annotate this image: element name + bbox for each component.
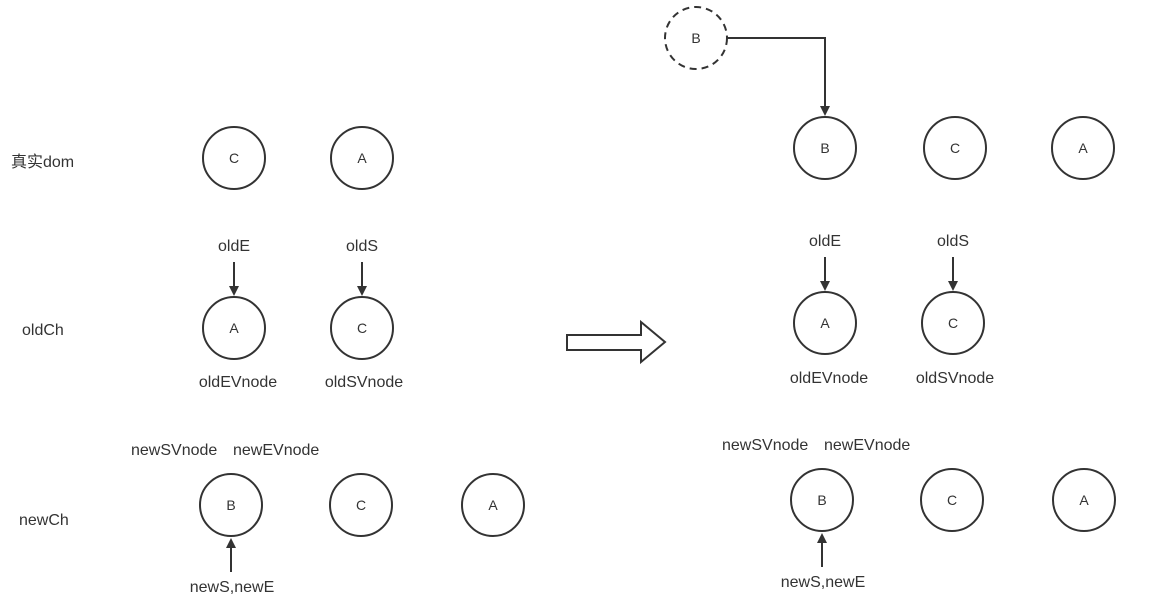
- right-move-arrow: [727, 37, 830, 116]
- left-old-s-vnode-label: oldSVnode: [325, 374, 403, 391]
- right-new-ch-node: C: [920, 468, 984, 532]
- right-new-e-vnode-label: newEVnode: [824, 437, 910, 454]
- svg-text:A: A: [488, 497, 498, 513]
- right-moved-node: B: [664, 6, 728, 70]
- svg-text:A: A: [229, 320, 239, 336]
- right-old-s-label: oldS: [937, 233, 969, 250]
- right-real-dom-node: B: [793, 116, 857, 180]
- svg-text:A: A: [357, 150, 367, 166]
- left-new-ch-node: B: [199, 473, 263, 537]
- left-new-ch-node: A: [461, 473, 525, 537]
- left-new-ch-node: C: [329, 473, 393, 537]
- svg-text:C: C: [947, 492, 957, 508]
- svg-text:B: B: [817, 492, 826, 508]
- right-real-dom-node: C: [923, 116, 987, 180]
- right-new-pointer-label: newS,newE: [781, 574, 866, 591]
- left-state: C A oldE oldS A C oldEVnode oldSVnode ne…: [131, 126, 525, 596]
- svg-text:A: A: [820, 315, 830, 331]
- svg-text:A: A: [1078, 140, 1088, 156]
- svg-text:B: B: [691, 30, 700, 46]
- right-new-s-vnode-label: newSVnode: [722, 437, 808, 454]
- svg-text:C: C: [229, 150, 239, 166]
- left-new-e-vnode-label: newEVnode: [233, 442, 319, 459]
- right-new-ch-node: B: [790, 468, 854, 532]
- left-real-dom-node: A: [330, 126, 394, 190]
- row-label-real-dom: 真实dom: [11, 153, 74, 171]
- left-old-s-label: oldS: [346, 238, 378, 255]
- svg-text:A: A: [1079, 492, 1089, 508]
- left-new-s-vnode-label: newSVnode: [131, 442, 217, 459]
- right-old-s-vnode-label: oldSVnode: [916, 370, 994, 387]
- right-state: B B C A oldE oldS A C oldEVnode: [664, 6, 1116, 591]
- left-old-ch-node: C: [330, 296, 394, 360]
- row-label-old-ch: oldCh: [22, 322, 64, 339]
- svg-text:C: C: [950, 140, 960, 156]
- left-real-dom-node: C: [202, 126, 266, 190]
- right-old-ch-node: A: [793, 291, 857, 355]
- transition-arrow: [566, 319, 667, 365]
- svg-text:C: C: [948, 315, 958, 331]
- right-old-e-label: oldE: [809, 233, 841, 250]
- row-label-new-ch: newCh: [19, 512, 69, 529]
- left-old-e-vnode-label: oldEVnode: [199, 374, 277, 391]
- left-new-pointer-label: newS,newE: [190, 579, 275, 596]
- right-real-dom-node: A: [1051, 116, 1115, 180]
- left-old-e-label: oldE: [218, 238, 250, 255]
- right-old-ch-node: C: [921, 291, 985, 355]
- svg-text:C: C: [357, 320, 367, 336]
- svg-text:C: C: [356, 497, 366, 513]
- right-new-ch-node: A: [1052, 468, 1116, 532]
- svg-text:B: B: [226, 497, 235, 513]
- right-old-e-vnode-label: oldEVnode: [790, 370, 868, 387]
- left-old-ch-node: A: [202, 296, 266, 360]
- svg-text:B: B: [820, 140, 829, 156]
